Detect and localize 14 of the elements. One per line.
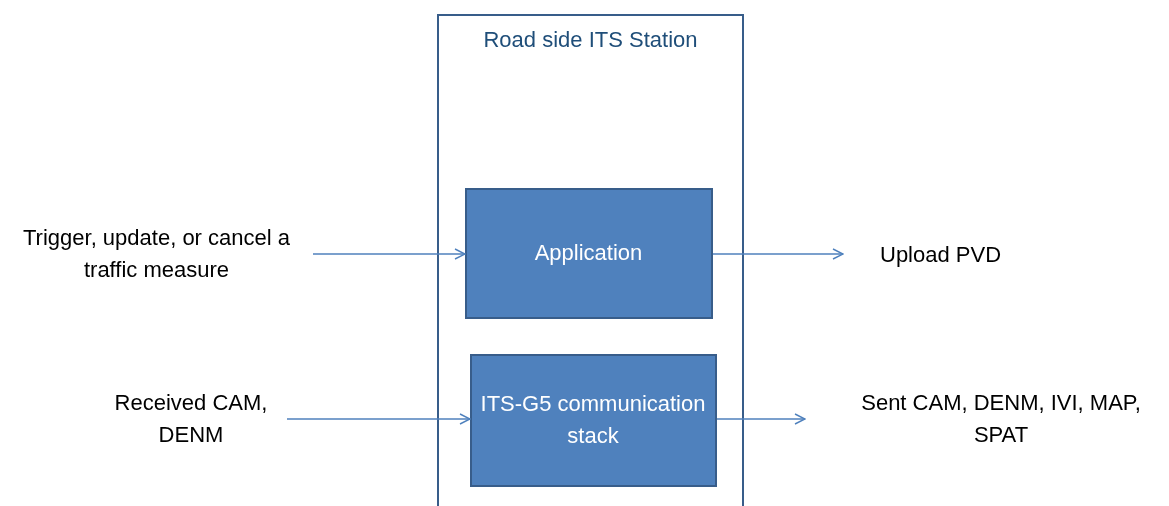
arrow (712, 248, 844, 260)
arrow (716, 413, 806, 425)
flow-label: Sent CAM, DENM, IVI, MAP, SPAT (860, 389, 1142, 449)
process-box (464, 187, 713, 319)
frame-title: Road side ITS Station (483, 26, 698, 54)
arrow (312, 248, 466, 260)
process-box (469, 353, 717, 487)
flow-label: Received CAM, DENM (113, 389, 269, 449)
box-label: Application (534, 239, 643, 267)
station-frame (437, 14, 744, 506)
arrow (286, 413, 471, 425)
flow-label: Upload PVD (880, 241, 1002, 269)
flow-label: Trigger, update, or cancel a traffic measure (22, 224, 291, 284)
box-label: ITS-G5 communication stack (479, 390, 707, 450)
